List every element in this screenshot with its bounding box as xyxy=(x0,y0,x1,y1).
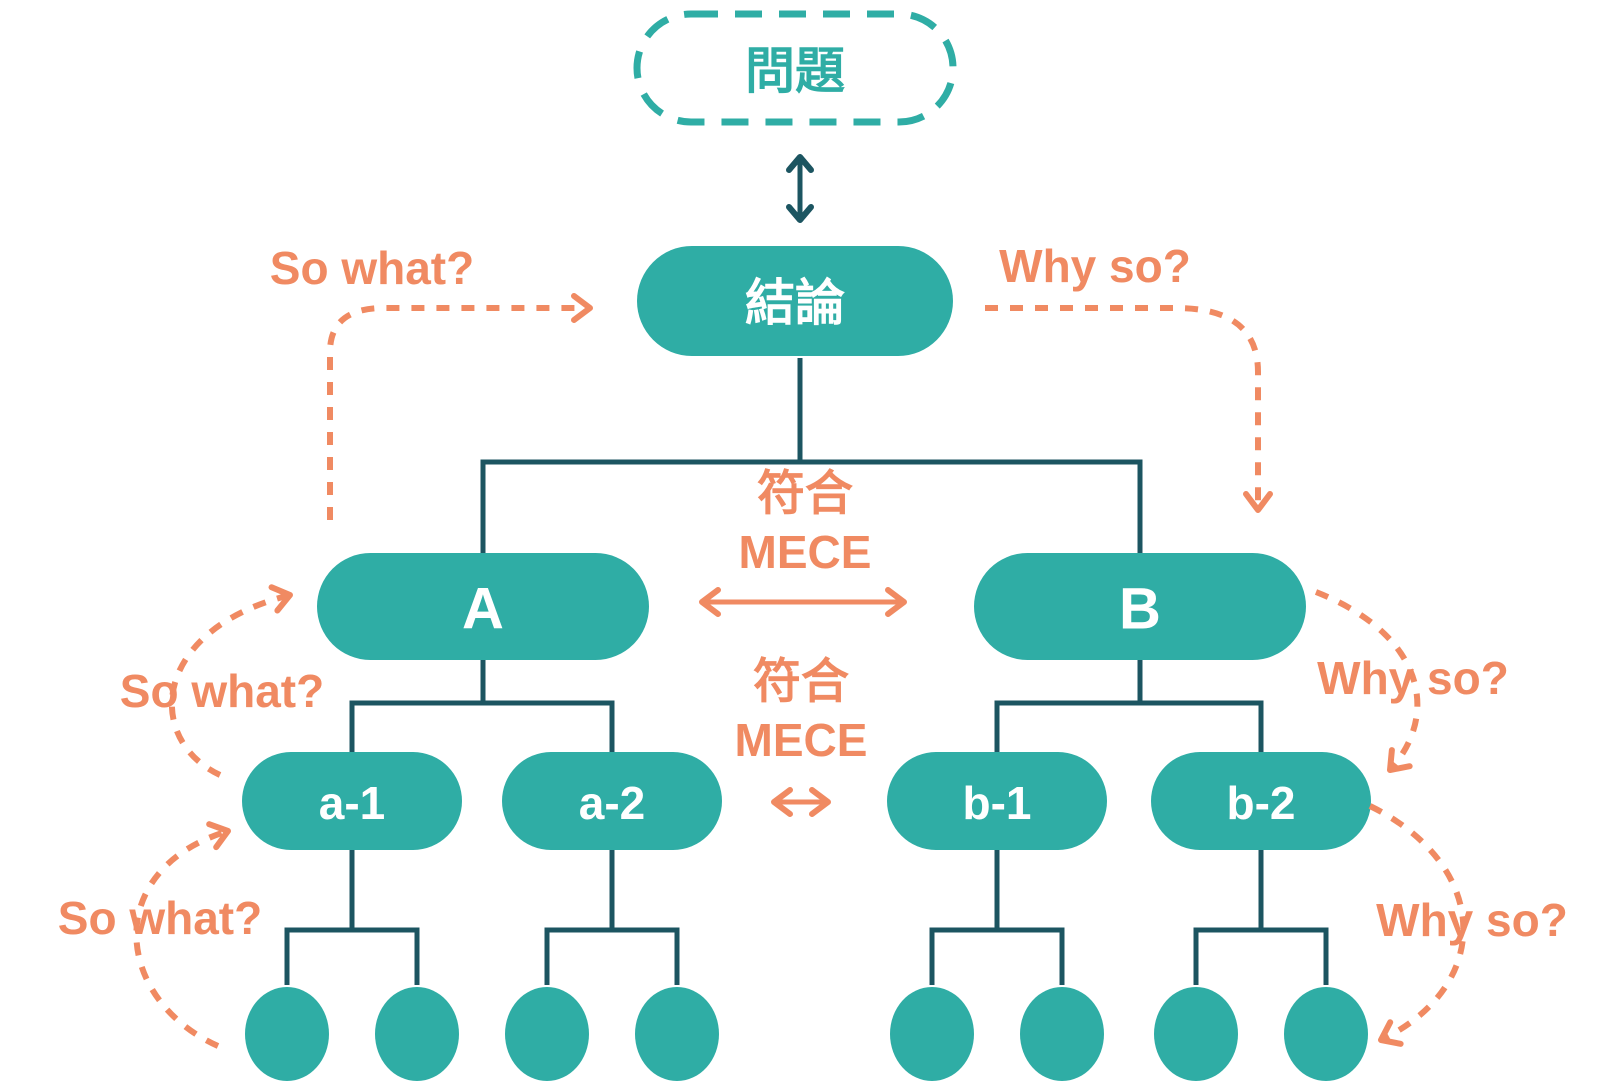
connector-level2-split xyxy=(480,459,1143,553)
connector-a-split xyxy=(349,660,615,752)
why-so-label-middle: Why so? xyxy=(1317,652,1509,704)
problem-label: 問題 xyxy=(745,43,845,99)
subbranch-a2-node xyxy=(502,752,722,850)
leaf-ellipse xyxy=(635,987,719,1081)
branch-b-node xyxy=(974,553,1306,660)
leaf-ellipse xyxy=(1154,987,1238,1081)
mece-upper-line2: MECE xyxy=(739,526,872,578)
conclusion-label: 結論 xyxy=(745,275,845,331)
mece-lower-line2: MECE xyxy=(735,714,868,766)
leaf-ellipse xyxy=(375,987,459,1081)
mece-upper-annotation: 符合 MECE xyxy=(699,468,907,617)
connector-b2-leaves xyxy=(1193,850,1329,985)
so-what-label-bottom: So what? xyxy=(58,892,262,944)
so-what-arrow-middle-icon xyxy=(168,584,293,778)
connector-a2-leaves xyxy=(544,850,680,985)
leaf-ellipse xyxy=(245,987,329,1081)
why-so-arrow-middle-icon xyxy=(1314,589,1421,773)
annotation-labels: So what? Why so? So what? Why so? So wha… xyxy=(58,240,1568,946)
subbranch-b2-node xyxy=(1151,752,1371,850)
subbranch-a1-label: a-1 xyxy=(319,777,385,829)
why-so-arrow-bottom-icon xyxy=(1368,803,1467,1047)
subbranch-b1-label: b-1 xyxy=(963,777,1032,829)
connector-a1-leaves xyxy=(284,850,420,985)
mece-lower-line1: 符合 xyxy=(753,656,849,709)
mece-lower-annotation: 符合 MECE xyxy=(735,656,868,817)
subbranch-b2-label: b-2 xyxy=(1227,777,1296,829)
why-so-label-bottom: Why so? xyxy=(1376,894,1568,946)
nodes: 問題 結論 A B a-1 a-2 b-1 b-2 xyxy=(242,10,1371,850)
subbranch-a2-label: a-2 xyxy=(579,777,645,829)
branch-a-node xyxy=(317,553,649,660)
why-so-arrow-top-icon xyxy=(985,305,1273,513)
leaf-ellipse xyxy=(505,987,589,1081)
problem-node xyxy=(633,10,957,126)
leaf-ellipse xyxy=(1284,987,1368,1081)
leaf-ellipse xyxy=(890,987,974,1081)
conclusion-node xyxy=(637,246,953,356)
so-what-label-middle: So what? xyxy=(120,665,324,717)
tree-connectors xyxy=(284,358,1329,985)
connector-b-split xyxy=(994,660,1264,752)
so-what-label-top: So what? xyxy=(270,242,474,294)
leaf-nodes xyxy=(245,987,1368,1081)
mece-upper-line1: 符合 xyxy=(757,468,853,521)
annotation-arrows xyxy=(133,293,1467,1049)
branch-a-label: A xyxy=(462,577,504,642)
so-what-arrow-top-icon xyxy=(327,293,593,520)
connector-b1-leaves xyxy=(929,850,1065,985)
leaf-ellipse xyxy=(1020,987,1104,1081)
subbranch-b1-node xyxy=(887,752,1107,850)
branch-b-label: B xyxy=(1119,577,1161,642)
why-so-label-top: Why so? xyxy=(999,240,1191,292)
subbranch-a1-node xyxy=(242,752,462,850)
